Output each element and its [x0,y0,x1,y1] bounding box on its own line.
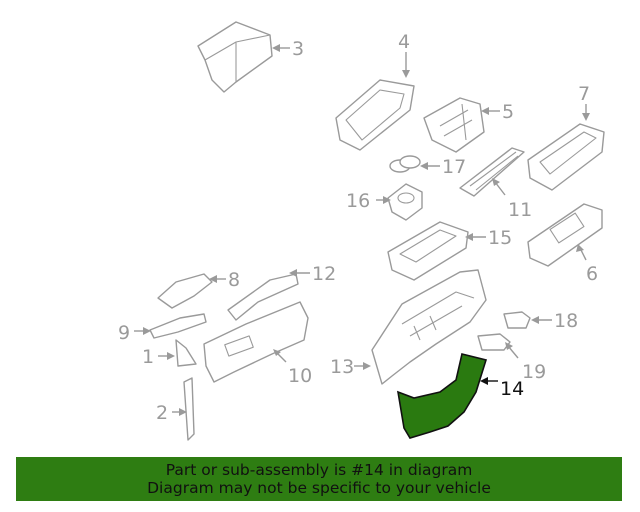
callout-8: 8 [228,269,240,291]
callout-5: 5 [502,101,514,123]
part-4-shape [335,79,415,151]
callout-15: 15 [488,227,512,249]
callout-14: 14 [500,378,524,400]
callout-10: 10 [288,365,312,387]
part-8-shape [157,273,213,309]
part-2-shape [183,377,195,441]
callout-6: 6 [586,263,598,285]
part-5-shape [423,97,485,153]
part-6-shape [527,203,603,267]
part-12-shape [227,273,299,321]
notice-banner: Part or sub-assembly is #14 in diagram D… [16,457,622,501]
banner-line-1: Part or sub-assembly is #14 in diagram [165,461,473,479]
banner-line-2: Diagram may not be specific to your vehi… [147,479,491,497]
callout-9: 9 [118,322,130,344]
part-18-shape [503,311,531,329]
callout-13: 13 [330,356,354,378]
callout-3: 3 [292,38,304,60]
part-14-highlight [396,353,488,439]
part-1-shape [175,339,197,367]
callout-17: 17 [442,156,466,178]
part-17-shape [389,155,421,173]
part-15-shape [387,221,469,281]
callout-16: 16 [346,190,370,212]
part-11-shape [459,147,525,197]
part-19-shape [477,333,511,351]
callout-7: 7 [578,83,590,105]
part-13-shape [371,269,487,385]
part-3-shape [197,21,273,93]
callout-1: 1 [142,346,154,368]
callout-11: 11 [508,199,532,221]
part-9-shape [149,313,207,339]
part-16-shape [387,183,423,221]
callout-4: 4 [398,31,410,53]
part-7-shape [527,123,605,191]
parts-diagram: 3 4 5 7 17 11 16 [118,21,605,441]
callout-12: 12 [312,263,336,285]
callout-18: 18 [554,310,578,332]
callout-19: 19 [522,361,546,383]
part-10-shape [203,301,309,383]
callout-2: 2 [156,402,168,424]
